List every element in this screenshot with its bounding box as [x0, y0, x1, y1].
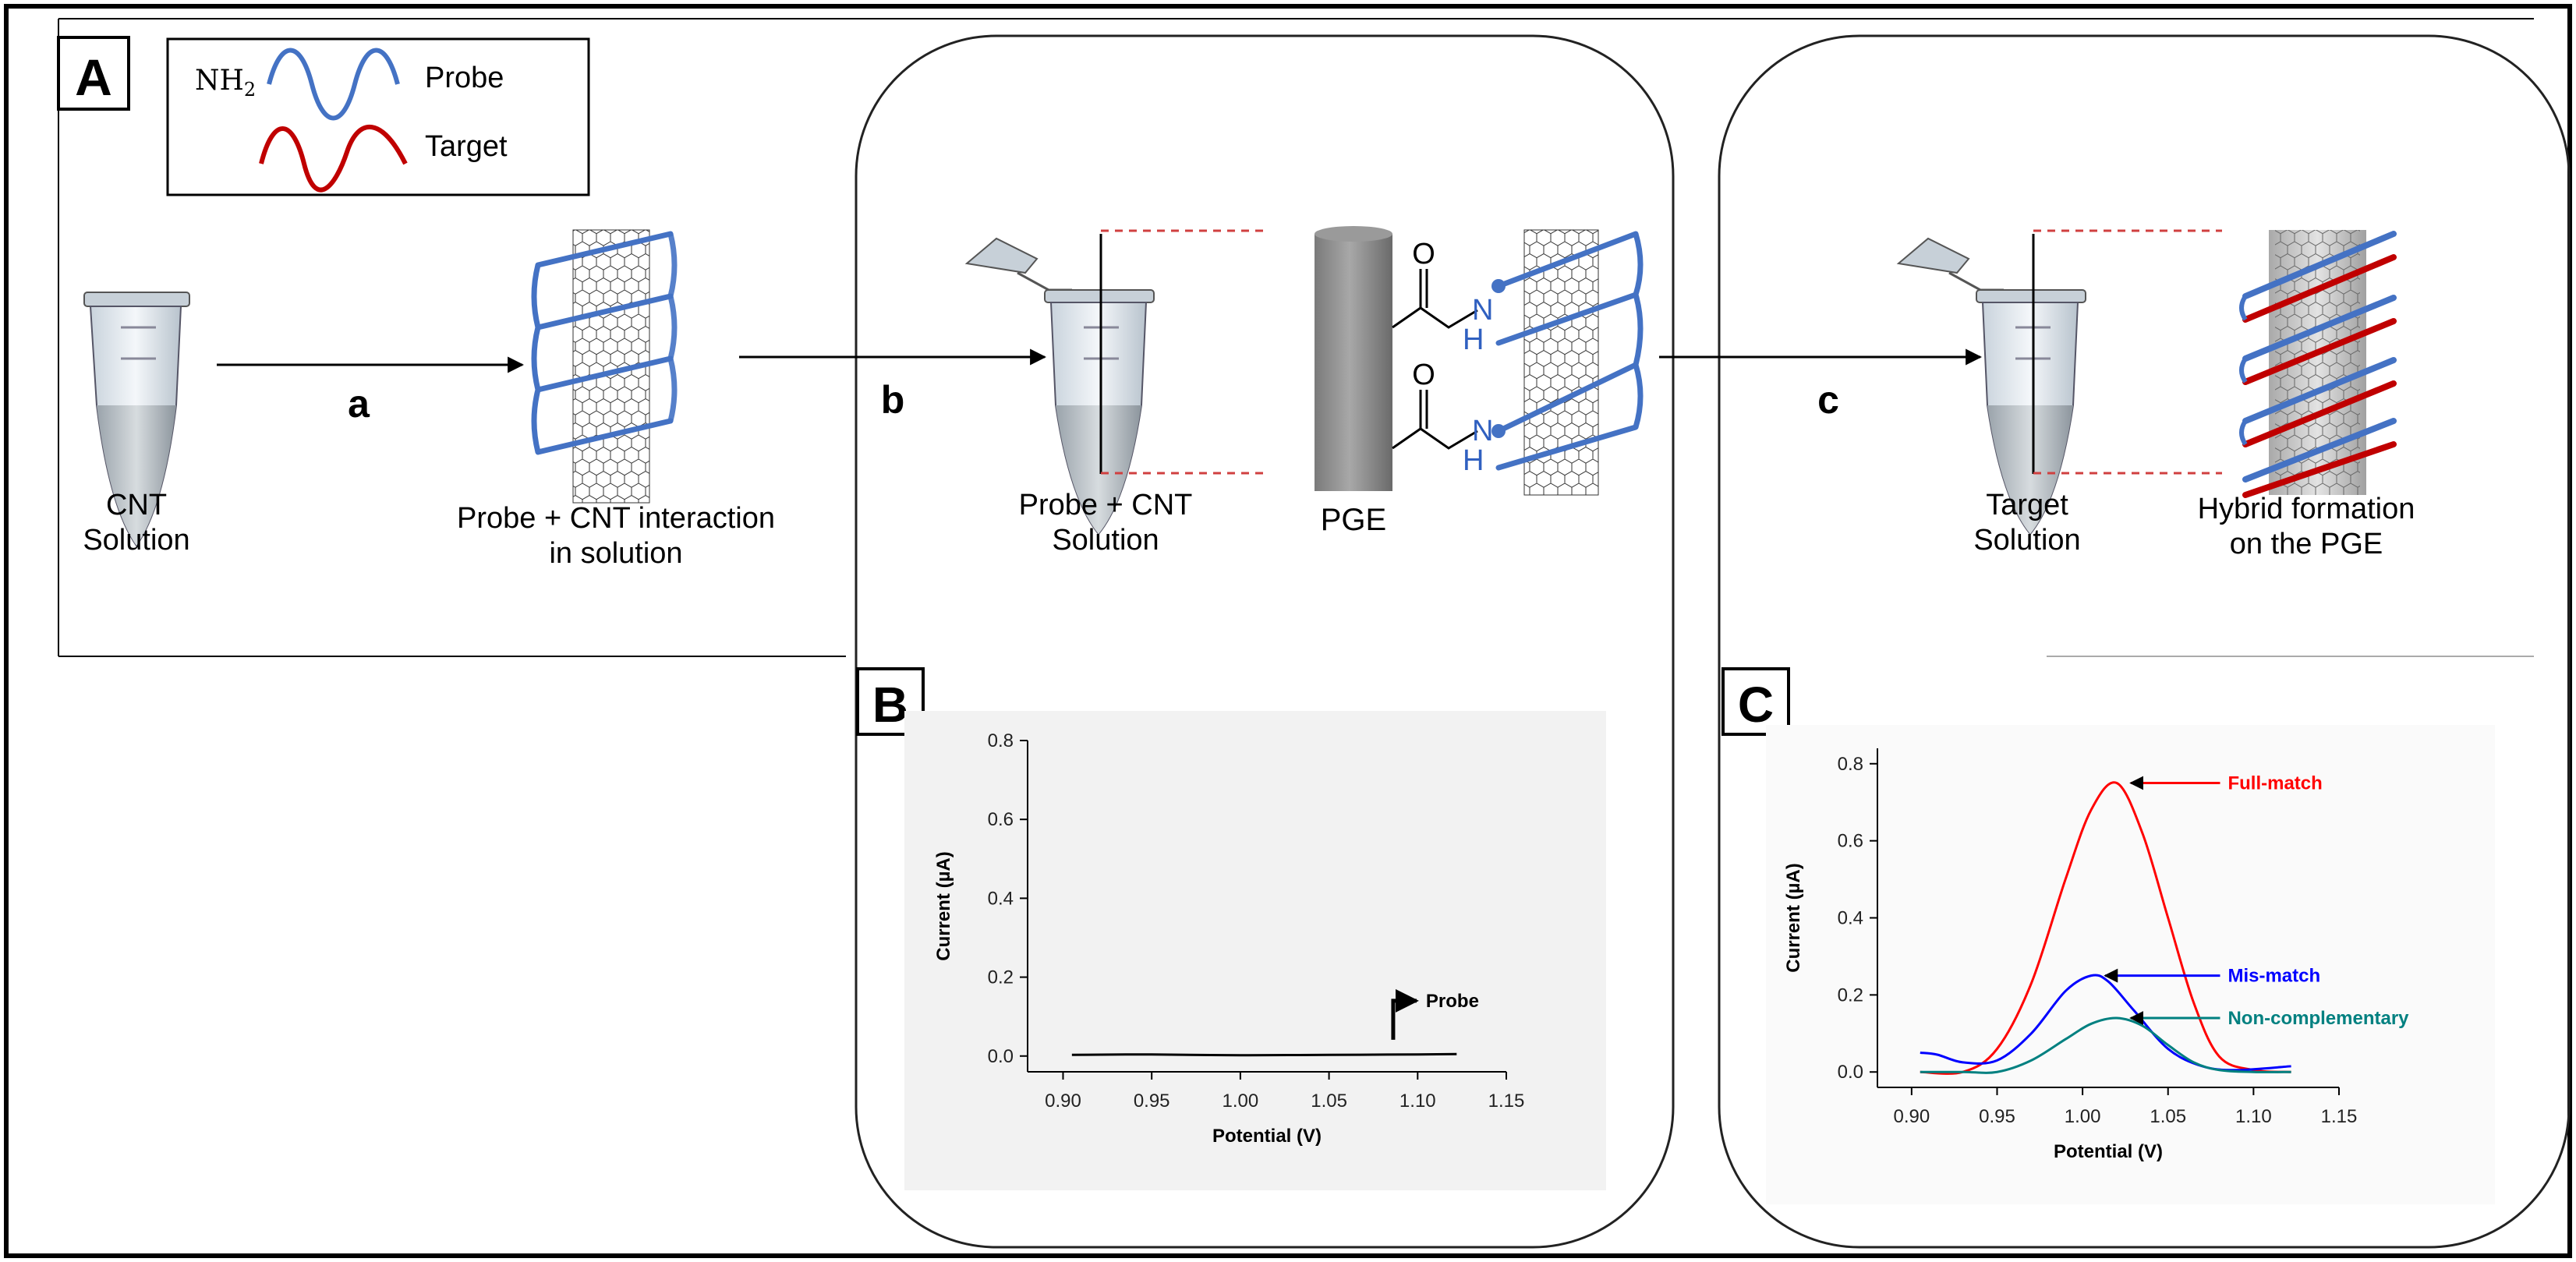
- panel-label-c: C: [1721, 667, 1790, 736]
- chart-b-background: [904, 711, 1606, 1190]
- chart-b-series-probe: [1071, 1052, 1457, 1057]
- step-b-label: b: [881, 378, 905, 422]
- chart-b-y-label: Current (µA): [933, 851, 954, 960]
- legend-probe-label: Probe: [425, 62, 504, 94]
- hydrogen-bottom: H: [1463, 444, 1484, 477]
- chart-c-x-tick-label: 1.00: [2065, 1106, 2101, 1127]
- chart-b-x-tick-label: 0.95: [1134, 1091, 1170, 1112]
- chart-c-x-tick-label: 0.90: [1893, 1106, 1930, 1127]
- hybrid-label-2: on the PGE: [2230, 528, 2383, 560]
- chart-b-annotation-arrow: [1391, 988, 1419, 1040]
- chart-c-y-tick-label: 0.4: [1838, 908, 1863, 929]
- hydrogen-top: H: [1463, 323, 1484, 356]
- chart-b-x-tick-label: 1.00: [1223, 1091, 1259, 1112]
- chart-b-y-tick-label: 0.8: [988, 730, 1014, 751]
- chart-c-annotation-label: Non-complementary: [2227, 1008, 2409, 1029]
- chart-c-x-tick-label: 1.15: [2321, 1106, 2358, 1127]
- chart-c-y-tick-label: 0.8: [1838, 754, 1863, 775]
- chart-c-y-tick-label: 0.6: [1838, 831, 1863, 852]
- chart-c-y-label: Current (µA): [1783, 863, 1804, 972]
- panel-letter-a: A: [75, 48, 112, 106]
- tube-target-solution: [1896, 234, 2086, 536]
- nitrogen-bottom: N: [1472, 415, 1493, 447]
- chart-b-x-tick-label: 1.05: [1311, 1091, 1347, 1112]
- panel-letter-b: B: [872, 677, 908, 733]
- chart-c-x-tick-label: 0.95: [1979, 1106, 2015, 1127]
- chart-c-background: [1766, 725, 2495, 1204]
- chart-c-x-tick-label: 1.10: [2235, 1106, 2272, 1127]
- probe-cnt-interaction-label-2: in solution: [549, 537, 682, 570]
- hybrid-electrode: [2239, 230, 2397, 498]
- oxygen-top: O: [1412, 238, 1435, 270]
- chart-c-x-tick-label: 1.05: [2150, 1106, 2186, 1127]
- tube-probe-cnt-solution: [964, 234, 1155, 536]
- chart-c-y-tick-label: 0.0: [1838, 1062, 1863, 1083]
- cnt-solution-label-2: Solution: [83, 524, 189, 557]
- amide-linker-bottom: O N H: [1392, 359, 1506, 477]
- chart-b-x-tick-label: 0.90: [1045, 1091, 1081, 1112]
- chart-b-y-tick-label: 0.6: [988, 809, 1014, 830]
- middle-rounded-box: [855, 34, 1675, 1249]
- chart-c-annotation-label: Mis-match: [2227, 966, 2320, 987]
- chart-b-x-label: Potential (V): [1212, 1126, 1322, 1147]
- pge-electrode: [1315, 226, 1392, 491]
- panel-label-a: A: [57, 36, 130, 111]
- probe-cnt-solution-label-2: Solution: [1052, 524, 1159, 557]
- chart-c: 0.90 0.95 1.00 1.05 1.10 1.15 0.0 0.2 0.4 0.6 0.8P…: [1766, 725, 2495, 1204]
- chart-b: 0.90 0.95 1.00 1.05 1.10 1.15 0.0 0.2 0.4 0.6 0.8P…: [904, 711, 1606, 1190]
- legend-target-label: Target: [425, 130, 508, 163]
- cnt-solution-label-1: CNT: [106, 489, 167, 521]
- probe-cnt-interaction-label-1: Probe + CNT interaction: [457, 502, 775, 535]
- step-a-label: a: [348, 382, 370, 426]
- chart-b-y-tick-label: 0.0: [988, 1046, 1014, 1067]
- chart-b-y-tick-label: 0.2: [988, 967, 1014, 988]
- step-c-label: c: [1817, 378, 1839, 422]
- panel-label-b: B: [856, 667, 925, 736]
- oxygen-bottom: O: [1412, 359, 1435, 391]
- legend-nh2: NH2: [195, 65, 256, 101]
- legend-target-wave: [259, 124, 408, 193]
- target-solution-label-1: Target: [1986, 489, 2068, 521]
- chart-b-annotation-label: Probe: [1426, 991, 1479, 1012]
- nitrogen-top: N: [1472, 294, 1493, 327]
- legend: NH2 Probe Target: [166, 37, 590, 196]
- tube-cnt-solution: [83, 292, 190, 547]
- amide-linker-top: O N H: [1392, 238, 1506, 356]
- chart-c-annotation-label: Full-match: [2227, 772, 2322, 794]
- target-solution-label-2: Solution: [1973, 524, 2080, 557]
- cnt-probe-complex: [531, 229, 678, 504]
- right-rounded-box: [1718, 34, 2571, 1249]
- hybrid-label-1: Hybrid formation: [2198, 493, 2415, 525]
- probe-cnt-solution-label-1: Probe + CNT: [1019, 489, 1193, 521]
- chart-b-x-tick-label: 1.15: [1488, 1091, 1525, 1112]
- chart-c-y-tick-label: 0.2: [1838, 985, 1863, 1006]
- legend-probe-wave: [267, 48, 400, 121]
- chart-c-series-full-match: [1920, 781, 2291, 1075]
- chart-c-series-non-complementary: [1920, 1016, 2291, 1074]
- chart-b-y-tick-label: 0.4: [988, 888, 1014, 909]
- cnt-on-pge: [1495, 229, 1644, 496]
- panel-letter-c: C: [1738, 677, 1774, 733]
- chart-b-x-tick-label: 1.10: [1399, 1091, 1436, 1112]
- pge-label: PGE: [1321, 503, 1386, 537]
- chart-c-x-label: Potential (V): [2054, 1141, 2163, 1162]
